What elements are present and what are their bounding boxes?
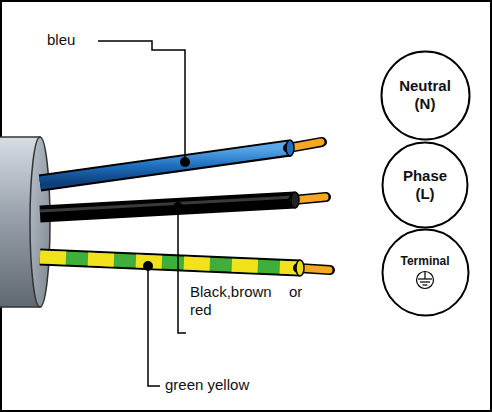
wire-colour-label: bleu xyxy=(46,31,76,49)
terminal-node: Neutral (N) xyxy=(380,50,471,141)
earth-wire xyxy=(40,257,330,276)
phase-wire xyxy=(40,192,326,214)
neutral-wire xyxy=(40,140,322,183)
terminal-name: Phase (L) xyxy=(395,167,455,203)
wire-colour-label: green yellow xyxy=(164,376,250,394)
wire-colour-label: Black,brown red xyxy=(189,283,287,319)
terminal-node: Phase (L) xyxy=(381,141,469,229)
terminal-node: Terminal xyxy=(381,228,470,317)
leader-lines xyxy=(98,41,186,386)
wire-colour-label: or xyxy=(288,283,303,301)
terminal-name: Neutral (N) xyxy=(389,77,461,113)
ground-symbol xyxy=(415,270,435,290)
terminal-name: Terminal xyxy=(390,254,460,268)
leader-dots xyxy=(143,157,190,271)
